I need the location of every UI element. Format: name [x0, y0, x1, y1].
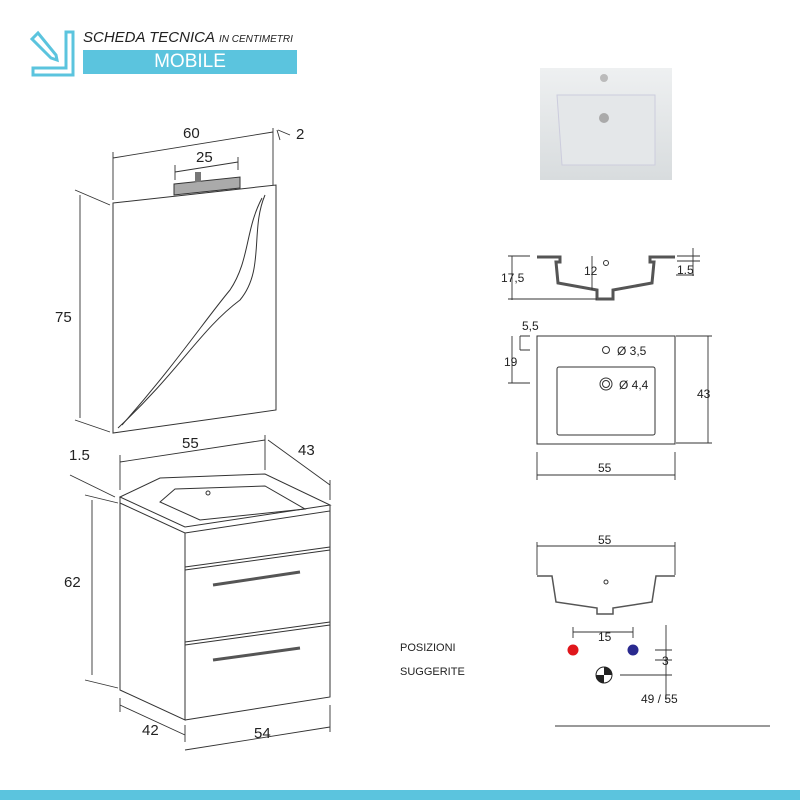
drain-offset-label: 19 [504, 355, 518, 369]
sink-plan-drawing [508, 335, 712, 480]
cold-water-icon [627, 644, 639, 656]
front-width-label: 55 [598, 533, 612, 547]
category-band: MOBILE [83, 50, 297, 74]
positions-label-2: SUGGERITE [400, 666, 465, 678]
mirror-width-label: 60 [183, 125, 200, 142]
tap-offset-label: 5,5 [522, 319, 539, 333]
bottom-accent-line [0, 790, 800, 800]
rim-thickness-label: 1.5 [677, 263, 694, 277]
drain-position-icon [595, 666, 613, 684]
mirror-depth-label: 2 [296, 126, 304, 143]
cabinet-drawing [69, 435, 332, 751]
spacing-label: 15 [598, 630, 612, 644]
positions-label-1: POSIZIONI [400, 642, 456, 654]
hot-water-icon [567, 644, 579, 656]
lamp-icon [173, 176, 241, 196]
sink-front-drawing [536, 542, 770, 727]
offset-label: 3 [662, 654, 669, 668]
top-depth-label: 43 [298, 442, 315, 459]
title-text: SCHEDA TECNICA [83, 29, 215, 46]
height-label: 49 / 55 [641, 692, 678, 706]
ruler-pencil-icon [29, 30, 75, 77]
plan-depth-label: 43 [697, 387, 711, 401]
lamp-width-label: 25 [196, 149, 213, 166]
cabinet-height-label: 62 [64, 574, 81, 591]
sink-section-drawing [508, 248, 700, 301]
mirror-height-label: 75 [55, 309, 72, 326]
top-thickness-label: 1.5 [69, 447, 90, 464]
sink-photo [540, 68, 672, 180]
drain-hole-label: Ø 4,4 [619, 378, 649, 392]
mirror-drawing [74, 128, 291, 434]
bowl-depth-label: 12 [584, 264, 598, 278]
body-depth-label: 42 [142, 722, 159, 739]
units-text: IN CENTIMETRI [218, 34, 293, 45]
tap-hole-label: Ø 3,5 [617, 344, 647, 358]
plan-width-label: 55 [598, 461, 612, 475]
body-width-label: 54 [254, 725, 271, 742]
section-height-label: 17,5 [501, 271, 525, 285]
top-width-label: 55 [182, 435, 199, 452]
